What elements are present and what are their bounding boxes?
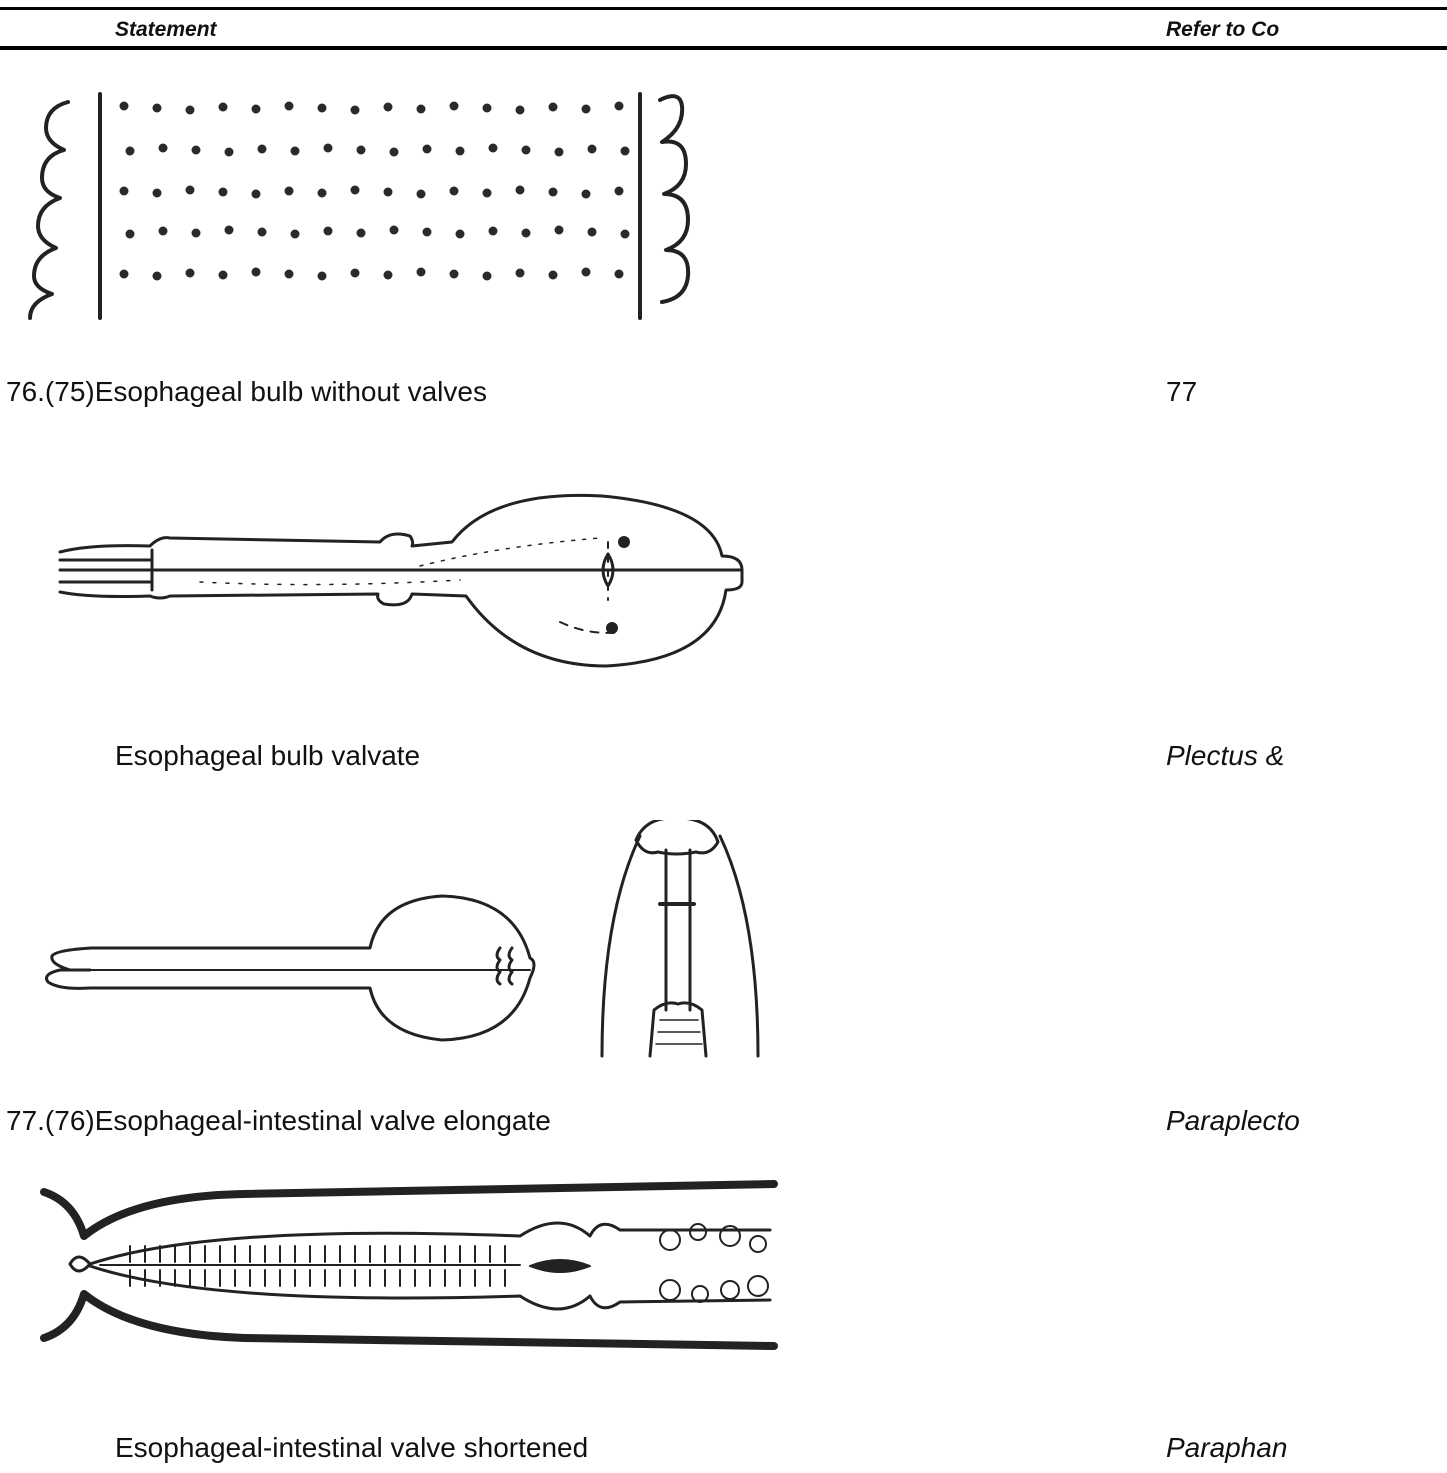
entry-bulb-valvate-refer: Plectus & [1166,740,1296,772]
figure-esophageal-intestinal-valve-elongate [30,820,810,1070]
figure-cuticle-punctations [20,80,740,360]
header-bottom-rule [0,46,1447,50]
entry-77-statement: 77.(76)Esophageal-intestinal valve elong… [6,1105,551,1137]
header-top-rule [0,7,1447,10]
entry-76-statement: 76.(75)Esophageal bulb without valves [6,376,487,408]
figure-esophageal-intestinal-valve-shortened [30,1180,810,1410]
column-header-statement: Statement [115,18,217,42]
entry-bulb-valvate-statement: Esophageal bulb valvate [115,740,420,772]
entry-76-refer: 77 [1166,376,1197,408]
entry-valve-shortened-statement: Esophageal-intestinal valve shortened [115,1432,588,1464]
entry-77-refer: Paraplecto [1166,1105,1306,1137]
column-header-refer: Refer to Co [1166,18,1279,42]
figure-esophageal-bulb-valvate [40,470,800,710]
entry-valve-shortened-refer: Paraphan [1166,1432,1302,1464]
